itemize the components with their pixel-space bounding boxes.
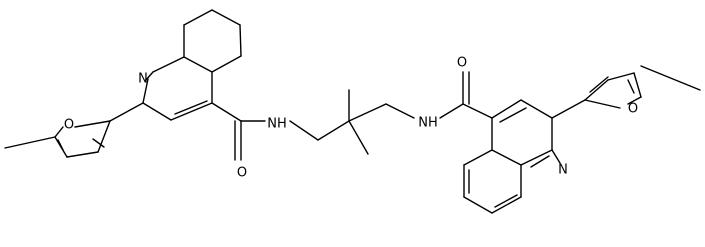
bond-14 [97, 120, 111, 153]
bond-48 [491, 196, 522, 214]
bond-35 [462, 103, 493, 119]
bond-42 [520, 99, 553, 119]
bond-26 [289, 120, 319, 141]
atom-o-furan-left: O [64, 118, 74, 133]
bond-7 [144, 71, 154, 82]
bond-54 [589, 76, 609, 93]
bond-16 [66, 151, 99, 158]
bond-20 [57, 139, 64, 151]
bond-29 [348, 120, 369, 155]
bond-1 [239, 24, 242, 57]
bond-56 [633, 72, 642, 98]
bond-5 [183, 9, 213, 26]
bond-2 [211, 55, 242, 73]
bond-58 [584, 99, 621, 109]
bond-43 [491, 99, 522, 119]
bond-12 [174, 100, 208, 115]
bond-15 [92, 138, 105, 148]
bond-55 [607, 72, 635, 81]
bond-3 [183, 56, 213, 73]
bond-57 [627, 96, 642, 105]
bond-27 [317, 120, 350, 141]
bond-51 [494, 194, 518, 208]
bond-44 [499, 107, 527, 123]
atom-n-quinoline-right: N [558, 163, 568, 178]
atom-o-carbonyl-left: O [237, 166, 247, 181]
atom-nh-amide-left: NH [267, 117, 287, 132]
bond-18 [54, 126, 64, 138]
bond-21 [4, 136, 56, 149]
bond-39 [551, 149, 561, 164]
atom-label-layer: N O NH O NH O O N [64, 56, 638, 181]
bond-47 [463, 196, 493, 214]
bond-9 [142, 102, 172, 121]
bond-0 [211, 9, 241, 26]
bond-32 [439, 103, 464, 119]
bond-30 [348, 103, 387, 122]
bond-10 [170, 102, 213, 121]
bond-40 [530, 155, 550, 168]
bond-52 [551, 99, 586, 119]
bond-38 [520, 149, 553, 166]
bond-60 [640, 65, 701, 91]
bond-layer [4, 9, 701, 214]
atom-o-furan-right: O [628, 102, 638, 117]
bond-13 [109, 102, 144, 122]
bond-53 [584, 79, 609, 101]
atom-o-carbonyl-right: O [457, 56, 467, 71]
bond-37 [491, 149, 522, 166]
bond-31 [385, 103, 415, 119]
bond-22 [211, 102, 242, 122]
bond-19 [74, 120, 111, 128]
atom-nh-amide-right: NH [418, 116, 438, 131]
atom-n-quinoline-left: N [138, 72, 148, 87]
bond-59 [627, 79, 635, 94]
bond-8 [142, 78, 149, 104]
bond-6 [152, 56, 185, 73]
bond-45 [463, 149, 493, 166]
